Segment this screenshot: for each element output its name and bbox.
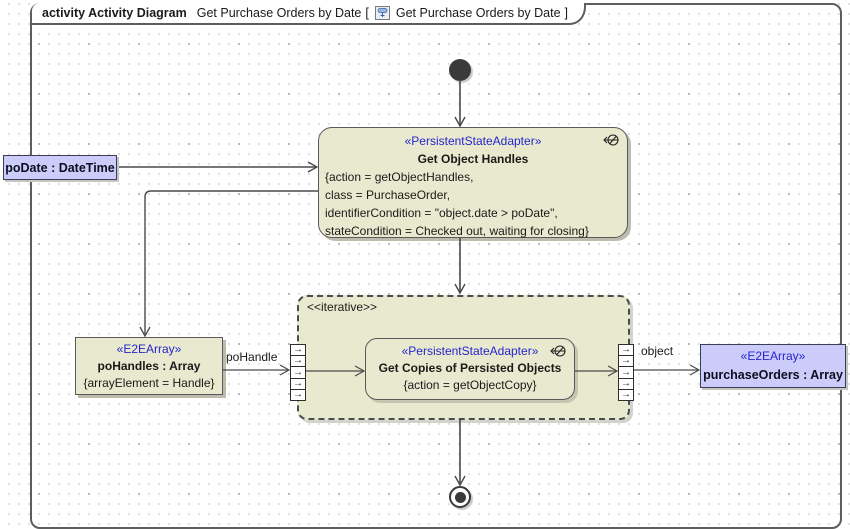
action-property-line: identifierCondition = "object.date > poD…	[325, 206, 558, 220]
action-name: Get Copies of Persisted Objects	[378, 361, 562, 375]
param-label: purchaseOrders : Array	[703, 368, 843, 382]
bracket-close: ]	[564, 6, 569, 20]
diagram-ref-name: Get Purchase Orders by Date	[395, 6, 561, 20]
expansion-arrow-icon: →	[291, 377, 305, 390]
param-node-purchase-orders[interactable]: «E2EArray» purchaseOrders : Array	[700, 344, 846, 388]
diagram-kind-label: activity Activity Diagram	[42, 6, 187, 20]
object-node-name: poHandles : Array	[97, 359, 201, 373]
action-get-copies-of-persisted-objects[interactable]: «PersistentStateAdapter» Get Copies of P…	[365, 338, 575, 400]
expansion-arrow-icon: →	[619, 355, 633, 368]
expansion-arrow-icon: →	[293, 388, 303, 400]
call-behavior-icon	[602, 133, 620, 147]
action-property-line: class = PurchaseOrder,	[325, 188, 451, 202]
edge-label-object[interactable]: object	[641, 344, 674, 358]
param-node-po-date[interactable]: poDate : DateTime	[3, 155, 117, 180]
activity-final-inner-dot	[454, 491, 466, 503]
diagram-name: Get Purchase Orders by Date	[196, 6, 362, 20]
object-node-po-handles[interactable]: «E2EArray» poHandles : Array {arrayEleme…	[75, 337, 223, 395]
expansion-node-input[interactable]: → → → → →	[290, 344, 306, 401]
expansion-node-output[interactable]: → → → → →	[618, 344, 634, 401]
region-stereotype-label: <<iterative>>	[307, 300, 378, 314]
expansion-arrow-icon: →	[291, 366, 305, 379]
activity-final-node[interactable]	[449, 486, 471, 508]
expansion-arrow-icon: →	[619, 377, 633, 390]
stereotype-label: «PersistentStateAdapter»	[404, 134, 542, 148]
action-get-object-handles[interactable]: «PersistentStateAdapter» Get Object Hand…	[318, 127, 628, 238]
expansion-arrow-icon: →	[291, 355, 305, 368]
diagram-frame	[30, 3, 842, 529]
expansion-arrow-icon: →	[619, 344, 633, 357]
object-node-property: {arrayElement = Handle}	[83, 376, 215, 390]
action-property-line: {action = getObjectCopy}	[403, 378, 537, 392]
stereotype-label: «E2EArray»	[740, 349, 806, 363]
edge-label-po-handle[interactable]: poHandle	[226, 350, 278, 364]
diagram-title-tab[interactable]: activity Activity Diagram Get Purchase O…	[32, 3, 587, 25]
activity-diagram-icon	[374, 6, 390, 20]
call-behavior-icon	[549, 344, 567, 358]
stereotype-label: «PersistentStateAdapter»	[401, 344, 539, 358]
action-name: Get Object Handles	[417, 152, 529, 166]
stereotype-label: «E2EArray»	[116, 342, 182, 356]
action-property-line: stateCondition = Checked out, waiting fo…	[325, 224, 589, 238]
bracket-open: [	[365, 6, 369, 20]
expansion-arrow-icon: →	[619, 366, 633, 379]
expansion-arrow-icon: →	[291, 344, 305, 357]
param-label: poDate : DateTime	[5, 160, 115, 175]
initial-node[interactable]	[449, 59, 471, 81]
expansion-arrow-icon: →	[621, 388, 631, 400]
action-property-line: {action = getObjectHandles,	[325, 170, 474, 184]
